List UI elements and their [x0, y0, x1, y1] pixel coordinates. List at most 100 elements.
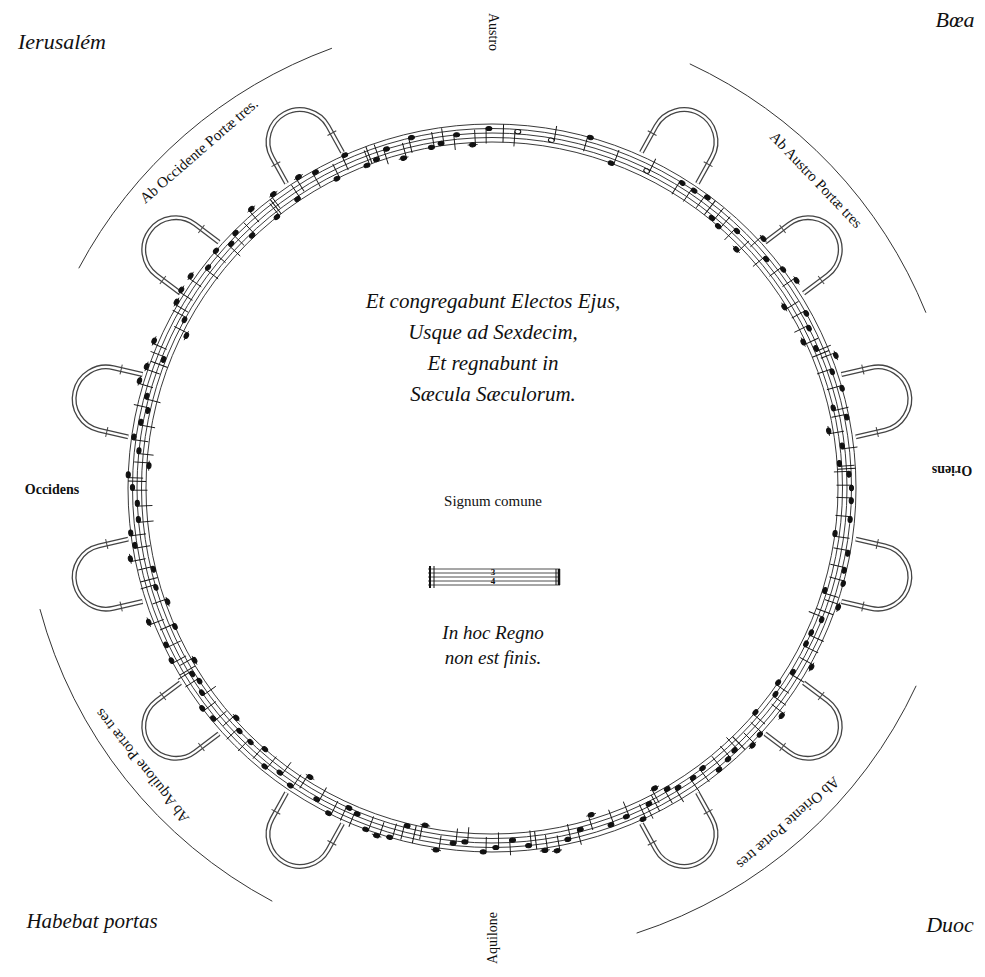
note — [772, 691, 789, 706]
note — [577, 827, 587, 845]
gate-arch — [252, 96, 347, 186]
note — [769, 266, 786, 281]
gate-arch — [67, 356, 144, 442]
note — [707, 756, 722, 773]
note — [386, 822, 397, 840]
note — [836, 497, 853, 504]
note — [268, 190, 286, 210]
note — [524, 830, 532, 848]
gate-arch — [637, 96, 732, 186]
note — [796, 655, 816, 672]
time-signature: 4 — [491, 577, 496, 587]
note — [835, 515, 853, 522]
note — [840, 441, 858, 449]
motto-line: In hoc Regno — [442, 623, 543, 644]
note — [408, 135, 418, 153]
note — [480, 837, 486, 854]
group-arc — [637, 686, 917, 933]
note — [808, 629, 826, 642]
note — [261, 753, 276, 770]
note — [767, 702, 787, 720]
note — [340, 805, 352, 823]
note — [634, 804, 647, 822]
bar-line — [535, 831, 537, 849]
gate-arch — [840, 534, 917, 620]
note — [138, 419, 156, 428]
note — [583, 135, 593, 153]
staff-line — [142, 138, 843, 839]
note — [287, 771, 302, 789]
bar-line — [556, 569, 557, 585]
note — [325, 799, 338, 817]
place-name: Duoc — [926, 913, 974, 937]
note — [699, 765, 714, 782]
note — [137, 448, 155, 456]
note — [138, 566, 156, 576]
note — [417, 822, 430, 841]
note — [395, 142, 409, 161]
direction-label: Oriens — [932, 462, 972, 477]
note — [509, 838, 516, 855]
note — [199, 697, 216, 712]
bar-line — [837, 468, 855, 470]
note — [453, 132, 461, 150]
staff-line — [128, 124, 856, 852]
note — [135, 500, 152, 507]
direction-label: Occidens — [25, 482, 79, 497]
note — [538, 835, 550, 853]
staff-line — [133, 129, 852, 848]
gate-arch — [67, 534, 144, 620]
note — [828, 577, 846, 587]
note — [144, 393, 162, 403]
note — [514, 129, 521, 146]
note — [833, 530, 851, 538]
note — [210, 707, 227, 723]
note — [790, 668, 808, 682]
note — [664, 786, 678, 804]
note — [160, 623, 178, 635]
note — [689, 774, 704, 791]
note — [126, 472, 143, 479]
note — [747, 722, 764, 738]
note — [807, 611, 825, 623]
sign-caption: Signum comune — [444, 493, 542, 510]
note — [227, 727, 243, 743]
staff-line — [137, 133, 847, 843]
note — [136, 515, 154, 522]
group-arc — [690, 64, 926, 313]
note — [212, 247, 229, 263]
note — [362, 814, 374, 832]
note — [143, 361, 162, 376]
note — [240, 223, 256, 240]
bar-line — [816, 609, 833, 615]
bar-line — [502, 124, 504, 142]
note — [715, 213, 731, 230]
note — [287, 185, 302, 203]
gate-group-label: Ab Oriente Portæ tres — [734, 773, 843, 872]
motto-line: non est finis. — [445, 648, 542, 669]
place-name: Ierusalém — [18, 30, 106, 54]
note — [833, 548, 851, 557]
clef-mark — [434, 566, 435, 588]
note — [145, 612, 165, 628]
note — [820, 350, 840, 365]
note — [749, 234, 768, 253]
note — [185, 677, 203, 691]
note — [837, 485, 854, 491]
note — [148, 351, 166, 363]
bar-line — [651, 795, 659, 811]
bar-line — [558, 569, 561, 585]
note — [431, 834, 443, 852]
note — [738, 731, 757, 750]
note — [171, 324, 191, 341]
note — [780, 295, 800, 313]
note — [150, 335, 170, 351]
note — [253, 746, 269, 763]
note — [179, 655, 199, 672]
note — [132, 540, 150, 549]
note — [178, 670, 196, 684]
gate-group-label: Ab Occidente Portæ tres. — [136, 95, 261, 206]
note — [813, 340, 831, 352]
place-name: Habebat portas — [26, 910, 157, 933]
note — [831, 414, 849, 423]
